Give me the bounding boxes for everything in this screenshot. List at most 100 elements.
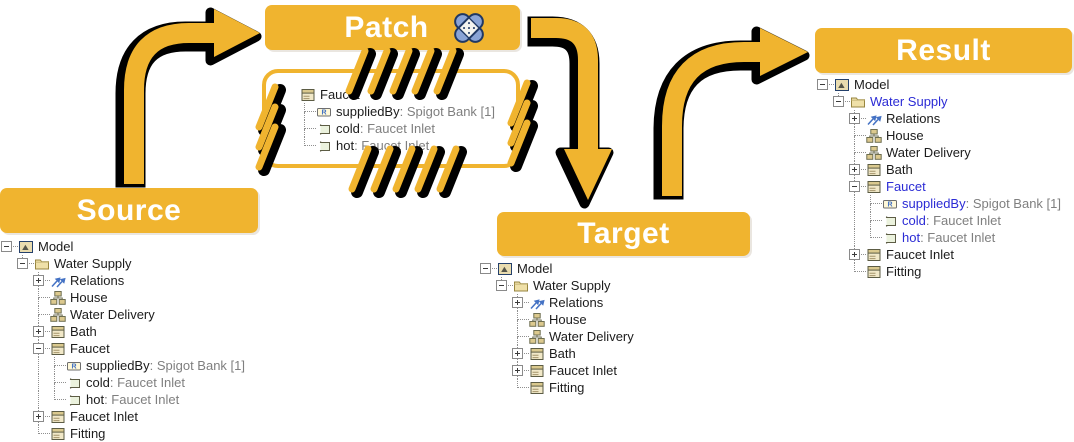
tree-guide	[284, 120, 300, 137]
port-icon	[882, 230, 898, 246]
tree-row-water-supply[interactable]: Water Supply	[2, 255, 245, 272]
tree-label: Bath	[886, 162, 913, 177]
tree-guide	[18, 323, 34, 340]
expand-toggle-icon[interactable]	[512, 348, 523, 359]
tree-label: House	[549, 312, 587, 327]
collapse-toggle-icon[interactable]	[817, 79, 828, 90]
tree-row-fitting[interactable]: Fitting	[2, 425, 245, 442]
tree-connector	[300, 137, 316, 154]
tree-connector	[833, 93, 850, 110]
tree-guide	[481, 294, 497, 311]
tree-guide	[481, 311, 497, 328]
expand-toggle-icon[interactable]	[849, 164, 860, 175]
tree-guide	[818, 93, 834, 110]
tree-label: Faucet	[70, 341, 110, 356]
tree-label: Relations	[886, 111, 941, 126]
tree-guide	[18, 408, 34, 425]
tree-row-bath[interactable]: Bath	[481, 345, 634, 362]
tree-guide	[481, 328, 497, 345]
collapse-toggle-icon[interactable]	[1, 241, 12, 252]
tree-row-faucet-inlet[interactable]: Faucet Inlet	[481, 362, 634, 379]
tree-connector	[849, 246, 866, 263]
tree-row-house[interactable]: House	[481, 311, 634, 328]
tree-row-faucet[interactable]: Faucet	[818, 178, 1061, 195]
tree-row-relations[interactable]: Relations	[481, 294, 634, 311]
tree-row-bath[interactable]: Bath	[2, 323, 245, 340]
class-icon	[50, 409, 66, 425]
collapse-toggle-icon[interactable]	[17, 258, 28, 269]
class-icon	[529, 346, 545, 362]
folder-icon	[513, 278, 529, 294]
tree-row-model[interactable]: Model	[1, 238, 245, 255]
tree-row-relations[interactable]: Relations	[818, 110, 1061, 127]
tree-connector	[34, 425, 50, 442]
tree-row-hot[interactable]: hot : Faucet Inlet	[284, 137, 495, 154]
tree-row-model[interactable]: Model	[817, 76, 1061, 93]
tree-connector	[34, 289, 50, 306]
class-icon	[529, 380, 545, 396]
collapse-toggle-icon[interactable]	[833, 96, 844, 107]
tree-guide	[497, 311, 513, 328]
expand-toggle-icon[interactable]	[512, 297, 523, 308]
reference-icon: R	[316, 104, 332, 120]
tree-connector	[849, 161, 866, 178]
tree-label: hot	[336, 138, 355, 153]
tree-row-house[interactable]: House	[818, 127, 1061, 144]
class-icon	[866, 264, 882, 280]
expand-toggle-icon[interactable]	[33, 411, 44, 422]
class-icon	[866, 162, 882, 178]
tree-row-relations[interactable]: Relations	[2, 272, 245, 289]
result-banner: Result	[815, 28, 1072, 73]
source-banner: Source	[0, 188, 258, 233]
tree-guide	[34, 357, 50, 374]
expand-toggle-icon[interactable]	[849, 249, 860, 260]
tree-row-house[interactable]: House	[2, 289, 245, 306]
collapse-toggle-icon[interactable]	[33, 343, 44, 354]
tree-row-faucet-inlet[interactable]: Faucet Inlet	[818, 246, 1061, 263]
expand-toggle-icon[interactable]	[33, 275, 44, 286]
tree-row-cold[interactable]: cold : Faucet Inlet	[818, 212, 1061, 229]
tree-row-faucet-inlet[interactable]: Faucet Inlet	[2, 408, 245, 425]
tree-row-faucet[interactable]: Faucet	[284, 86, 495, 103]
expand-toggle-icon[interactable]	[512, 365, 523, 376]
tree-label: cold	[336, 121, 360, 136]
tree-row-cold[interactable]: cold : Faucet Inlet	[2, 374, 245, 391]
tree-row-model[interactable]: Model	[480, 260, 634, 277]
tree-guide	[834, 229, 850, 246]
tree-row-water-delivery[interactable]: Water Delivery	[2, 306, 245, 323]
tree-connector	[50, 357, 66, 374]
tree-row-water-delivery[interactable]: Water Delivery	[481, 328, 634, 345]
tree-label-type: : Faucet Inlet	[925, 213, 1002, 228]
tree-label-type: : Spigot Bank [1]	[965, 196, 1062, 211]
tree-label-type: : Faucet Inlet	[359, 121, 436, 136]
collapse-toggle-icon[interactable]	[496, 280, 507, 291]
tree-row-faucet[interactable]: Faucet	[2, 340, 245, 357]
tree-guide	[818, 212, 834, 229]
expand-toggle-icon[interactable]	[33, 326, 44, 337]
tree-row-bath[interactable]: Bath	[818, 161, 1061, 178]
tree-row-water-supply[interactable]: Water Supply	[818, 93, 1061, 110]
tree-guide	[834, 263, 850, 280]
tree-guide	[18, 374, 34, 391]
tree-row-hot[interactable]: hot : Faucet Inlet	[818, 229, 1061, 246]
tree-row-water-delivery[interactable]: Water Delivery	[818, 144, 1061, 161]
collapse-toggle-icon[interactable]	[849, 181, 860, 192]
expand-toggle-icon[interactable]	[849, 113, 860, 124]
tree-connector	[849, 110, 866, 127]
port-icon	[316, 138, 332, 154]
collapse-toggle-icon[interactable]	[480, 263, 491, 274]
tree-row-cold[interactable]: cold : Faucet Inlet	[284, 120, 495, 137]
port-icon	[316, 121, 332, 137]
tree-row-fitting[interactable]: Fitting	[818, 263, 1061, 280]
tree-label: suppliedBy	[86, 358, 150, 373]
tree-row-fitting[interactable]: Fitting	[481, 379, 634, 396]
tree-row-water-supply[interactable]: Water Supply	[481, 277, 634, 294]
relations-icon	[50, 273, 66, 289]
tree-connector	[1, 238, 18, 255]
tree-guide	[850, 229, 866, 246]
tree-row-hot[interactable]: hot : Faucet Inlet	[2, 391, 245, 408]
